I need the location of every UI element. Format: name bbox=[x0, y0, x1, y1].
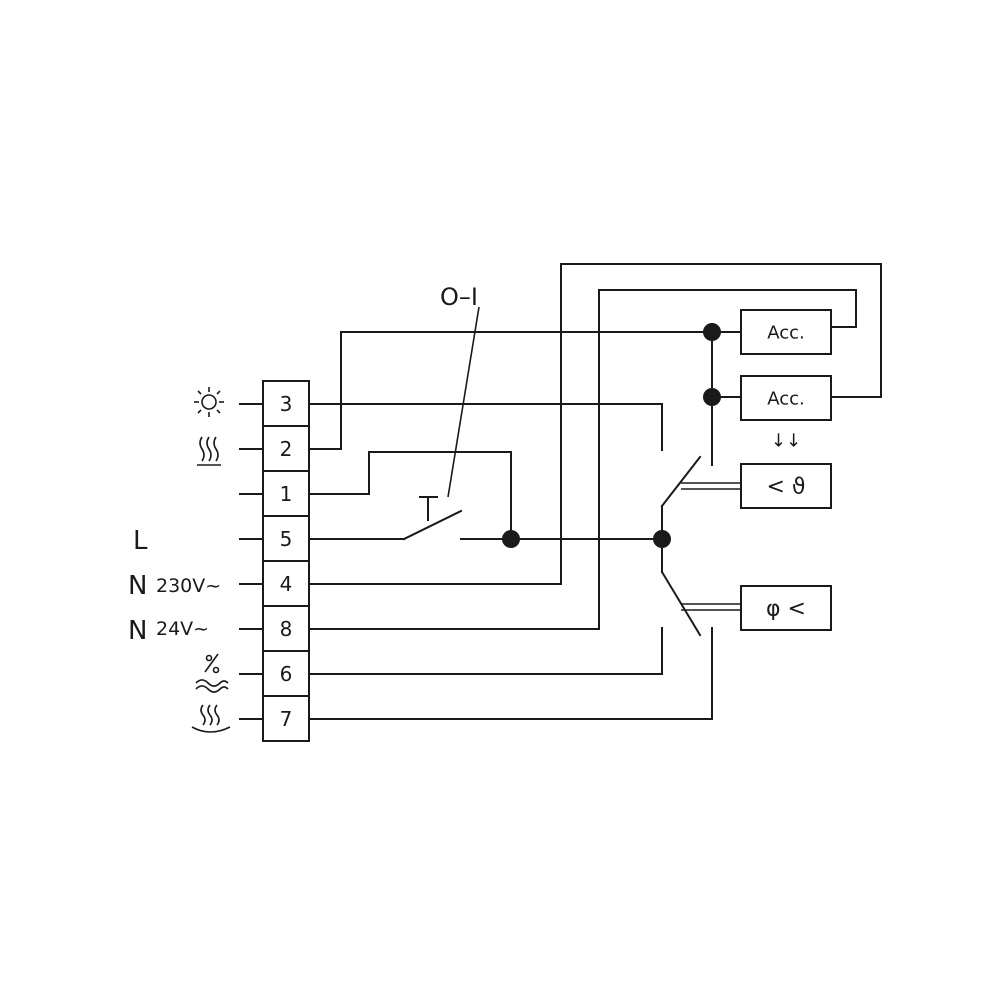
temperature-switch-blade bbox=[660, 455, 702, 508]
wire-terminal-8 bbox=[308, 289, 857, 630]
terminal-labels: L N 230V~ N 24V~ bbox=[128, 387, 231, 733]
terminal-block: 3 2 1 5 4 8 6 7 bbox=[262, 380, 310, 742]
terminal-5: 5 bbox=[280, 527, 293, 551]
accessory-2-label: Acc. bbox=[767, 389, 805, 410]
label-N-230: N bbox=[128, 571, 147, 601]
switch-label-text: O–I bbox=[440, 283, 478, 311]
wire-terminal-6 bbox=[308, 627, 663, 675]
wire-terminal-7 bbox=[308, 627, 713, 720]
terminal-3: 3 bbox=[280, 392, 293, 416]
temperature-sensor: < ϑ bbox=[740, 463, 832, 509]
accessory-2: Acc. bbox=[740, 375, 832, 421]
sun-icon bbox=[194, 387, 224, 417]
humidity-sensor: φ < bbox=[740, 585, 832, 631]
humidity-sensor-label: φ < bbox=[766, 597, 806, 622]
terminal-7: 7 bbox=[280, 707, 293, 731]
terminal-2: 2 bbox=[280, 437, 293, 461]
on-off-switch-blade bbox=[402, 509, 463, 541]
terminal-6: 6 bbox=[280, 662, 293, 686]
terminal-4: 4 bbox=[280, 572, 293, 596]
terminal-leads-left bbox=[239, 403, 264, 720]
junction-dot bbox=[502, 530, 520, 548]
accessory-1-label: Acc. bbox=[767, 323, 805, 344]
junction-dot bbox=[703, 388, 721, 406]
wire-terminal-2 bbox=[308, 331, 742, 450]
down-arrows-icon: ↓↓ bbox=[771, 431, 801, 452]
wire-terminal-4 bbox=[308, 263, 882, 585]
humidity-cooling-icon bbox=[195, 653, 229, 693]
junction-dot bbox=[653, 530, 671, 548]
label-24v: 24V~ bbox=[156, 618, 209, 640]
floor-heating-icon bbox=[191, 704, 231, 733]
junctions bbox=[502, 323, 721, 548]
temperature-sensor-label: < ϑ bbox=[766, 475, 805, 500]
junction-dot bbox=[703, 323, 721, 341]
label-L: L bbox=[133, 526, 148, 556]
label-230v: 230V~ bbox=[156, 575, 221, 597]
heating-icon bbox=[197, 436, 221, 466]
terminal-8: 8 bbox=[280, 617, 293, 641]
label-N-24: N bbox=[128, 616, 147, 646]
terminal-1: 1 bbox=[280, 482, 293, 506]
on-off-switch-label: O–I bbox=[440, 283, 478, 311]
wire-terminal-1 bbox=[308, 451, 512, 540]
switch-linkage bbox=[447, 306, 480, 498]
accessory-1: Acc. bbox=[740, 309, 832, 355]
wire-terminal-3 bbox=[308, 403, 663, 451]
